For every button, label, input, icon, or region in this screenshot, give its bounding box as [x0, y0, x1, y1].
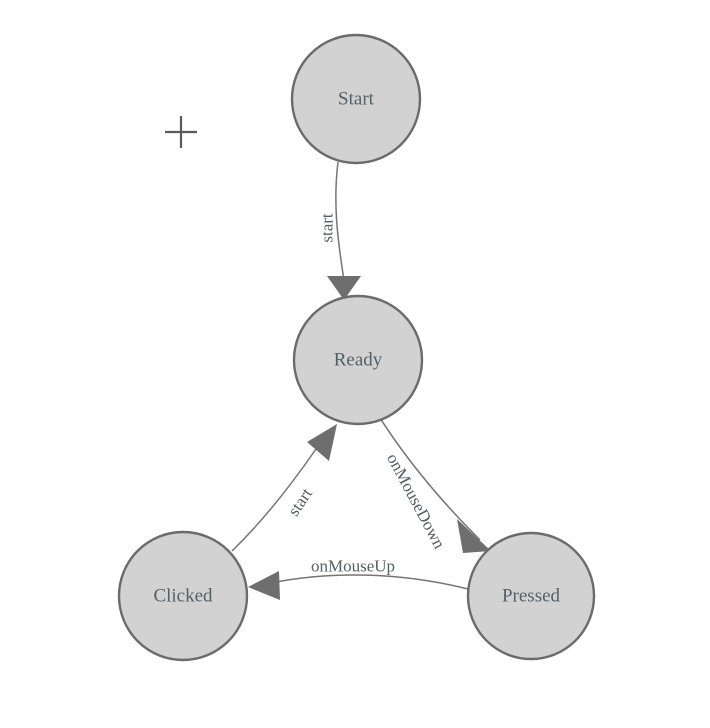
arrow-head-ready-bottomleft: [307, 424, 337, 461]
node-circle-start[interactable]: [290, 33, 422, 165]
arrow-head-clicked-right: [248, 571, 280, 600]
node-label-pressed: Pressed: [502, 586, 561, 607]
edge-start-to-ready[interactable]: start: [318, 161, 362, 300]
node-circle-clicked[interactable]: [117, 530, 249, 662]
edge-label-start-to-ready: start: [318, 213, 337, 243]
edge-pressed-to-clicked[interactable]: onMouseUp: [248, 557, 469, 601]
arrow-head-pressed-topleft: [457, 519, 491, 553]
node-ready[interactable]: Ready: [292, 294, 424, 426]
edge-line-start-to-ready[interactable]: [335, 161, 345, 282]
edge-label-pressed-to-clicked: onMouseUp: [311, 557, 395, 576]
node-pressed[interactable]: Pressed: [466, 531, 596, 661]
node-circle-ready[interactable]: [292, 294, 424, 426]
node-start[interactable]: Start: [290, 33, 422, 165]
node-label-clicked: Clicked: [153, 586, 213, 607]
edge-label-clicked-to-ready: start: [284, 484, 316, 519]
node-label-ready: Ready: [334, 350, 383, 371]
node-circle-pressed[interactable]: [466, 531, 596, 661]
edge-line-ready-to-pressed[interactable]: [379, 417, 481, 541]
edge-label-ready-to-pressed: onMouseDown: [383, 450, 449, 552]
arrow-head-ready-top: [327, 276, 361, 300]
edge-clicked-to-ready[interactable]: start: [231, 424, 337, 552]
crosshair-cursor-icon: [165, 116, 197, 148]
edge-line-clicked-to-ready[interactable]: [231, 448, 317, 552]
node-label-start: Start: [338, 89, 375, 110]
edge-line-pressed-to-clicked[interactable]: [270, 574, 469, 590]
edge-ready-to-pressed[interactable]: onMouseDown: [379, 417, 491, 553]
node-clicked[interactable]: Clicked: [117, 530, 249, 662]
